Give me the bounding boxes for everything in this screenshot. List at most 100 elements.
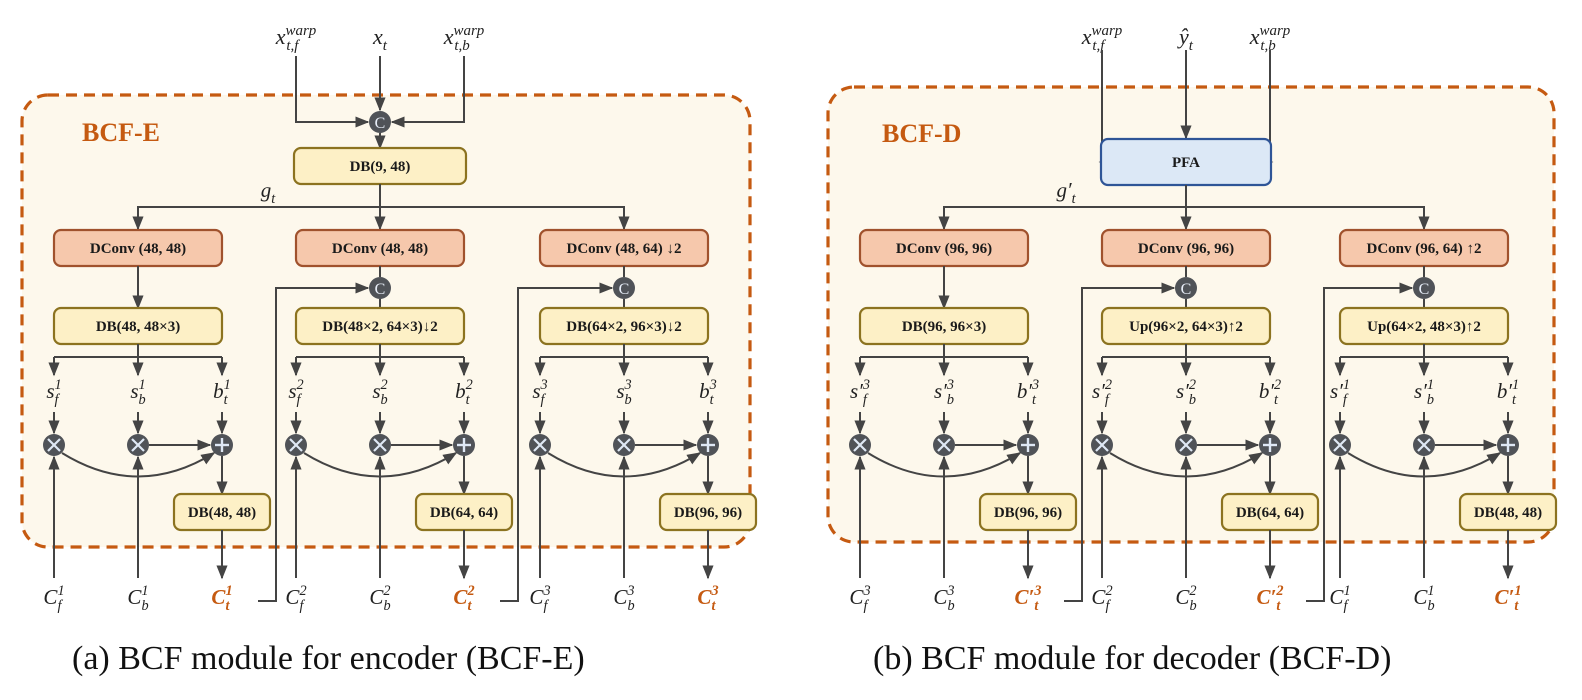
db-block: DB(64×2, 96×3)↓2 bbox=[538, 306, 710, 346]
dconv-block-label: DConv (48, 48) bbox=[332, 241, 428, 257]
db-block: DB(96, 96×3) bbox=[858, 306, 1030, 346]
multiply-op bbox=[43, 434, 65, 456]
multiply-op-glyph bbox=[47, 438, 61, 452]
multiply-op-glyph bbox=[289, 438, 303, 452]
input-arrow bbox=[295, 56, 370, 128]
dconv-block: DConv (96, 96) bbox=[1100, 228, 1272, 268]
panel-title: BCF-E bbox=[82, 118, 160, 147]
skip-connection bbox=[1064, 282, 1176, 602]
multiply-op bbox=[1091, 434, 1113, 456]
add-op bbox=[1017, 434, 1039, 456]
dconv-block-label: DConv (96, 96) bbox=[896, 241, 992, 257]
dconv-block: DConv (48, 64) ↓2 bbox=[538, 228, 710, 268]
output-db-block: DB(96, 96) bbox=[978, 492, 1078, 532]
caption-encoder: (a) BCF module for encoder (BCF-E) bbox=[72, 640, 585, 677]
multiply-op-glyph bbox=[937, 438, 951, 452]
add-op bbox=[697, 434, 719, 456]
output-db-block-label: DB(64, 64) bbox=[1236, 505, 1304, 521]
input-arrow bbox=[390, 56, 465, 128]
skip-connection bbox=[1306, 282, 1414, 602]
skip-connection bbox=[258, 282, 370, 602]
concat-op: C bbox=[1413, 277, 1435, 299]
concat-op: C bbox=[369, 277, 391, 299]
output-db-block-label: DB(96, 96) bbox=[994, 505, 1062, 521]
multiply-op-glyph bbox=[853, 438, 867, 452]
add-op bbox=[1497, 434, 1519, 456]
multiply-op bbox=[1329, 434, 1351, 456]
dconv-block-label: DConv (48, 64) ↓2 bbox=[567, 241, 682, 257]
output-db-block-label: DB(48, 48) bbox=[1474, 505, 1542, 521]
multiply-op bbox=[849, 434, 871, 456]
db-block: DB(48, 48×3) bbox=[52, 306, 224, 346]
concat-op: C bbox=[613, 277, 635, 299]
multiply-op bbox=[127, 434, 149, 456]
multiply-op-glyph bbox=[1095, 438, 1109, 452]
multiply-op bbox=[933, 434, 955, 456]
dconv-block: DConv (96, 64) ↑2 bbox=[1338, 228, 1510, 268]
multiply-op-glyph bbox=[1179, 438, 1193, 452]
multiply-op-glyph bbox=[1333, 438, 1347, 452]
output-db-block: DB(64, 64) bbox=[1220, 492, 1320, 532]
fusion-block: DB(9, 48) bbox=[292, 146, 468, 186]
concat-op-circle bbox=[613, 277, 635, 299]
concat-op-glyph: C bbox=[375, 115, 386, 132]
output-db-block: DB(48, 48) bbox=[172, 492, 272, 532]
multiply-op-glyph bbox=[533, 438, 547, 452]
dconv-block: DConv (96, 96) bbox=[858, 228, 1030, 268]
dconv-block-label: DConv (96, 64) ↑2 bbox=[1367, 241, 1482, 257]
db-block-label: DB(96, 96×3) bbox=[902, 319, 986, 335]
db-block: Up(96×2, 64×3)↑2 bbox=[1100, 306, 1272, 346]
multiply-op-glyph bbox=[373, 438, 387, 452]
multiply-op bbox=[1175, 434, 1197, 456]
output-db-block-label: DB(64, 64) bbox=[430, 505, 498, 521]
concat-op-glyph: C bbox=[1181, 281, 1192, 298]
output-db-block: DB(64, 64) bbox=[414, 492, 514, 532]
multiply-op-glyph bbox=[131, 438, 145, 452]
concat-op-circle bbox=[369, 111, 391, 133]
input-label: ŷt bbox=[1177, 24, 1194, 54]
multiply-op bbox=[369, 434, 391, 456]
concat-op-circle bbox=[369, 277, 391, 299]
add-op bbox=[453, 434, 475, 456]
multiply-op bbox=[1413, 434, 1435, 456]
db-block-label: DB(64×2, 96×3)↓2 bbox=[566, 319, 681, 335]
concat-op: C bbox=[369, 111, 391, 133]
dconv-block-label: DConv (96, 96) bbox=[1138, 241, 1234, 257]
